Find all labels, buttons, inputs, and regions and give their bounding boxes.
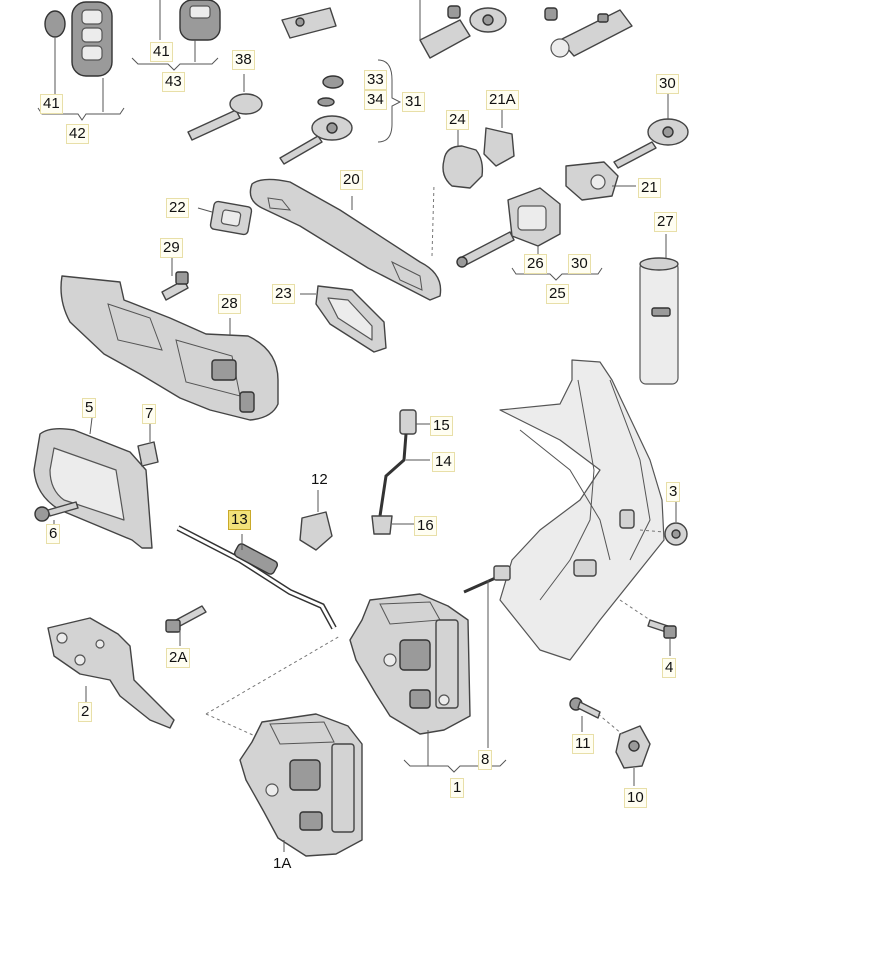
callout-1: 1 xyxy=(450,778,465,798)
key-fob-part xyxy=(281,7,337,39)
callout-25: 25 xyxy=(546,284,569,304)
handle-carrier-part xyxy=(60,275,279,421)
callout-7: 7 xyxy=(142,404,157,424)
grommet-part xyxy=(664,522,688,546)
trim-part xyxy=(483,127,515,167)
callout-21: 21 xyxy=(638,178,661,198)
callout-41: 41 xyxy=(40,94,63,114)
callout-11: 11 xyxy=(572,734,594,754)
callout-8: 8 xyxy=(478,750,493,770)
callout-6: 6 xyxy=(46,524,61,544)
callout-41: 41 xyxy=(150,42,173,62)
callout-5: 5 xyxy=(82,398,97,418)
rod-part xyxy=(371,409,417,535)
bracket-part xyxy=(565,161,619,201)
clip-part xyxy=(299,511,333,551)
door-frame-part xyxy=(499,359,665,661)
lubricant-can-part xyxy=(639,257,679,385)
remote-key-part xyxy=(179,0,221,41)
screw-part xyxy=(569,697,601,719)
callout-3: 3 xyxy=(666,482,681,502)
inner-handle-part xyxy=(33,427,153,549)
callout-20: 20 xyxy=(340,170,363,190)
key-fob-part xyxy=(544,7,633,58)
screw-part xyxy=(34,501,79,522)
callout-34: 34 xyxy=(364,90,387,110)
gasket-part xyxy=(209,200,253,236)
callout-23: 23 xyxy=(272,284,295,304)
callout-30: 30 xyxy=(656,74,679,94)
screw-part xyxy=(161,271,189,301)
callout-28: 28 xyxy=(218,294,241,314)
outer-door-handle-part xyxy=(249,178,442,301)
key-part xyxy=(613,118,689,169)
callout-22: 22 xyxy=(166,198,189,218)
callout-33: 33 xyxy=(364,70,387,90)
clip-part xyxy=(137,441,159,467)
bolt-part xyxy=(165,605,207,633)
door-lock-part xyxy=(239,713,363,857)
bolt-part xyxy=(647,619,677,639)
door-lock-part xyxy=(349,593,471,735)
callout-31: 31 xyxy=(402,92,425,112)
callout-1A: 1A xyxy=(273,855,292,872)
rod-part xyxy=(463,565,511,594)
bracket-part xyxy=(47,617,175,729)
callout-21A: 21A xyxy=(486,90,519,110)
small-part xyxy=(317,75,344,107)
callout-10: 10 xyxy=(624,788,647,808)
callout-27: 27 xyxy=(654,212,677,232)
key-part xyxy=(187,93,263,141)
callout-38: 38 xyxy=(232,50,255,70)
callout-15: 15 xyxy=(430,416,453,436)
callout-30: 30 xyxy=(568,254,591,274)
key-fob-part xyxy=(419,5,507,59)
callout-29: 29 xyxy=(160,238,183,258)
callout-26: 26 xyxy=(524,254,547,274)
callout-43: 43 xyxy=(162,72,185,92)
callout-12: 12 xyxy=(311,471,328,488)
key-blade-part xyxy=(44,10,66,38)
striker-part xyxy=(615,725,651,769)
callout-2: 2 xyxy=(78,702,93,722)
callout-24: 24 xyxy=(446,110,469,130)
bowden-cable-part xyxy=(176,525,337,630)
callout-16: 16 xyxy=(414,516,437,536)
callout-42: 42 xyxy=(66,124,89,144)
remote-key-part xyxy=(71,1,113,77)
callout-13-highlighted: 13 xyxy=(228,510,251,530)
key-part xyxy=(279,115,353,165)
lock-cylinder-part xyxy=(456,187,561,268)
callout-2A: 2A xyxy=(166,648,191,668)
gasket-part xyxy=(315,285,387,353)
callout-14: 14 xyxy=(432,452,455,472)
callout-4: 4 xyxy=(662,658,677,678)
cap-part xyxy=(442,145,484,189)
